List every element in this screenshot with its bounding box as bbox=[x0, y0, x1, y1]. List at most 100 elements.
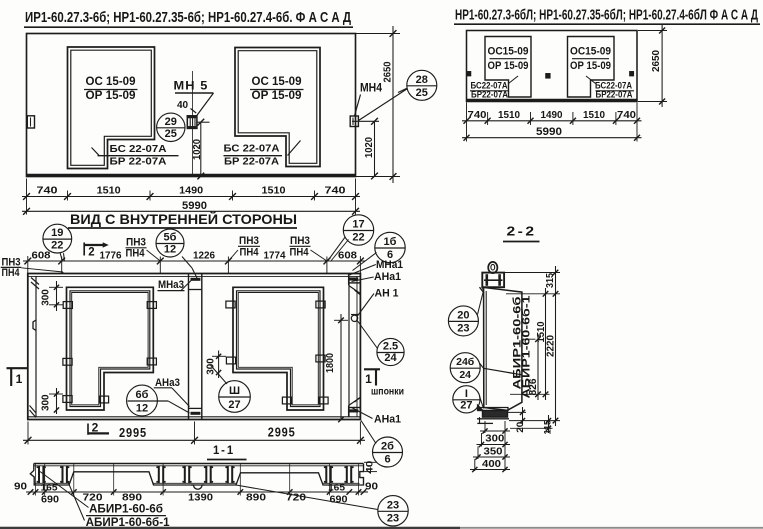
svg-text:20: 20 bbox=[515, 422, 526, 433]
svg-text:300: 300 bbox=[40, 289, 51, 306]
svg-text:ПН4: ПН4 bbox=[290, 247, 310, 259]
svg-text:ОР 15-09: ОР 15-09 bbox=[570, 60, 611, 72]
svg-text:шпонки: шпонки bbox=[371, 387, 404, 398]
svg-text:720: 720 bbox=[286, 492, 306, 504]
svg-text:5990: 5990 bbox=[536, 126, 562, 138]
svg-text:I: I bbox=[465, 388, 468, 400]
svg-text:2.5: 2.5 bbox=[383, 341, 398, 353]
svg-text:БС22-07А: БС22-07А bbox=[595, 81, 632, 92]
svg-text:ПН4: ПН4 bbox=[2, 267, 21, 279]
svg-text:25: 25 bbox=[416, 87, 428, 99]
svg-text:ОС 15-09: ОС 15-09 bbox=[86, 76, 136, 88]
svg-text:6: 6 bbox=[384, 454, 390, 466]
svg-text:5б: 5б bbox=[164, 232, 177, 244]
svg-text:ОС15-09: ОС15-09 bbox=[488, 46, 529, 58]
svg-text:826: 826 bbox=[528, 378, 539, 395]
svg-text:1390: 1390 bbox=[188, 492, 213, 504]
svg-text:165: 165 bbox=[328, 483, 346, 494]
svg-text:1020: 1020 bbox=[192, 139, 203, 160]
svg-text:1490: 1490 bbox=[179, 185, 203, 197]
svg-text:350: 350 bbox=[484, 447, 503, 458]
svg-text:НР1-60.27.3-6бЛ; НР1-60.27.35-: НР1-60.27.3-6бЛ; НР1-60.27.35-6бЛ; НР1-6… bbox=[455, 8, 758, 24]
svg-text:24б: 24б bbox=[456, 356, 475, 368]
svg-text:ВИД С ВНУТРЕННЕЙ СТОРОНЫ: ВИД С ВНУТРЕННЕЙ СТОРОНЫ bbox=[70, 212, 297, 227]
svg-text:115: 115 bbox=[542, 419, 553, 434]
svg-text:1490: 1490 bbox=[541, 110, 563, 121]
svg-text:6б: 6б bbox=[136, 389, 149, 401]
svg-text:МНа1: МНа1 bbox=[376, 259, 403, 271]
svg-text:40: 40 bbox=[177, 100, 189, 111]
svg-text:300: 300 bbox=[485, 434, 504, 445]
svg-text:20: 20 bbox=[457, 309, 469, 321]
svg-text:АБИР1-60-6б-1: АБИР1-60-6б-1 bbox=[86, 515, 170, 529]
svg-text:ПН3: ПН3 bbox=[239, 235, 259, 247]
svg-text:2995: 2995 bbox=[119, 426, 147, 440]
svg-text:6: 6 bbox=[387, 249, 393, 261]
svg-text:АН 1: АН 1 bbox=[375, 288, 399, 300]
svg-text:400: 400 bbox=[482, 459, 501, 470]
svg-text:1: 1 bbox=[16, 372, 23, 386]
svg-text:БС 22-07А: БС 22-07А bbox=[110, 143, 167, 155]
svg-text:27: 27 bbox=[228, 399, 240, 411]
svg-text:29: 29 bbox=[165, 116, 177, 128]
svg-text:2650: 2650 bbox=[650, 50, 662, 72]
svg-text:22: 22 bbox=[352, 232, 364, 244]
svg-text:АНа3: АНа3 bbox=[155, 377, 180, 389]
svg-text:890: 890 bbox=[122, 492, 142, 504]
svg-text:1-1: 1-1 bbox=[213, 443, 235, 457]
svg-text:890: 890 bbox=[246, 492, 266, 504]
svg-text:МН4: МН4 bbox=[360, 83, 383, 95]
svg-text:1510: 1510 bbox=[536, 321, 547, 342]
svg-text:БС 22-07А: БС 22-07А bbox=[224, 143, 280, 155]
svg-text:ИР1-60.27.3-6б; НР1-60.27.35-6: ИР1-60.27.3-6б; НР1-60.27.35-6б; НР1-60.… bbox=[25, 10, 352, 26]
svg-text:300: 300 bbox=[40, 394, 51, 411]
svg-text:25: 25 bbox=[165, 128, 177, 140]
svg-text:1: 1 bbox=[365, 372, 372, 386]
svg-text:ОР 15-09: ОР 15-09 bbox=[86, 90, 136, 102]
svg-text:1776: 1776 bbox=[100, 250, 122, 262]
svg-text:17: 17 bbox=[352, 219, 364, 231]
svg-text:2: 2 bbox=[88, 246, 94, 258]
svg-text:12: 12 bbox=[136, 402, 148, 414]
svg-text:1774: 1774 bbox=[264, 250, 286, 262]
svg-text:23: 23 bbox=[457, 322, 469, 334]
svg-text:АБИР1-60-6б: АБИР1-60-6б bbox=[89, 502, 163, 516]
svg-text:ОС 15-09: ОС 15-09 bbox=[252, 76, 302, 88]
svg-text:23: 23 bbox=[387, 499, 399, 511]
svg-text:БР 22-07А: БР 22-07А bbox=[224, 156, 279, 168]
svg-text:5990: 5990 bbox=[182, 200, 207, 212]
svg-text:740: 740 bbox=[617, 110, 636, 121]
svg-text:АНа1: АНа1 bbox=[374, 414, 401, 426]
svg-text:1510: 1510 bbox=[262, 185, 286, 197]
svg-text:2-2: 2-2 bbox=[507, 225, 537, 239]
svg-text:1800: 1800 bbox=[325, 353, 336, 373]
svg-text:690: 690 bbox=[330, 495, 348, 506]
svg-text:БР 22-07А: БР 22-07А bbox=[110, 156, 167, 168]
svg-text:40: 40 bbox=[364, 461, 375, 474]
svg-text:ОР 15-09: ОР 15-09 bbox=[488, 60, 529, 72]
svg-text:720: 720 bbox=[83, 492, 103, 504]
svg-text:24: 24 bbox=[384, 352, 397, 364]
svg-text:12: 12 bbox=[164, 244, 176, 256]
svg-text:ПН4: ПН4 bbox=[240, 247, 260, 259]
svg-text:БР22-07А: БР22-07А bbox=[596, 90, 633, 101]
svg-text:1226: 1226 bbox=[193, 250, 215, 262]
svg-text:1510: 1510 bbox=[583, 110, 605, 121]
svg-text:19: 19 bbox=[51, 227, 63, 239]
svg-text:740: 740 bbox=[468, 110, 487, 121]
svg-text:Ш: Ш bbox=[229, 385, 240, 397]
svg-text:МНа3: МНа3 bbox=[158, 279, 184, 291]
svg-text:ПН3: ПН3 bbox=[126, 237, 146, 249]
svg-text:1б: 1б bbox=[384, 236, 397, 248]
svg-text:АНа1: АНа1 bbox=[374, 271, 401, 283]
svg-text:1510: 1510 bbox=[498, 110, 520, 121]
svg-text:ПН3: ПН3 bbox=[2, 257, 21, 269]
svg-text:740: 740 bbox=[37, 185, 58, 197]
svg-text:90: 90 bbox=[365, 482, 379, 493]
svg-text:28: 28 bbox=[416, 74, 428, 86]
svg-text:24: 24 bbox=[459, 369, 471, 381]
svg-text:ОС15-09: ОС15-09 bbox=[570, 46, 611, 58]
svg-text:2995: 2995 bbox=[268, 426, 296, 440]
svg-text:1020: 1020 bbox=[364, 137, 375, 158]
svg-text:БС22-07А: БС22-07А bbox=[471, 81, 508, 92]
